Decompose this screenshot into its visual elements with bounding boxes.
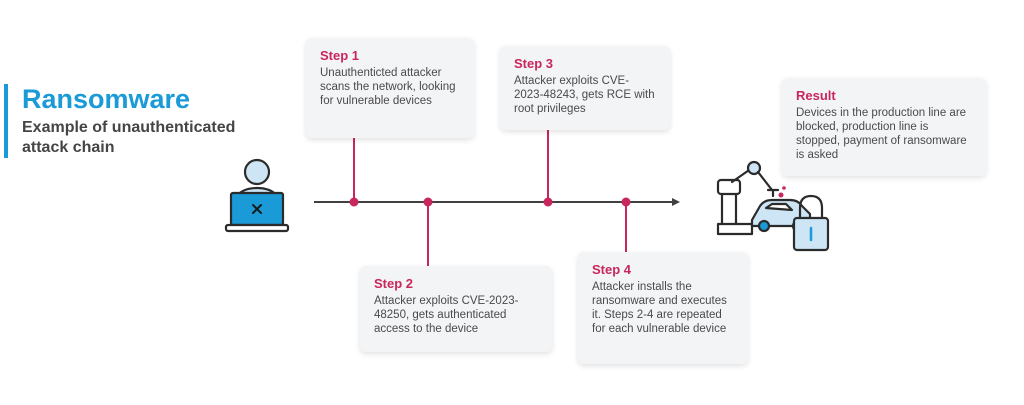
step3-card: Step 3 Attacker exploits CVE-2023-48243,… <box>500 46 670 130</box>
result-text: Devices in the production line are block… <box>796 107 967 161</box>
step1-card: Step 1 Unauthenticted attacker scans the… <box>306 38 474 138</box>
step4-title: Step 4 <box>592 262 632 277</box>
robot-arm-car-lock-icon <box>716 160 830 252</box>
title-block: Ransomware Example of unauthenticated at… <box>4 84 272 158</box>
timeline-arrowhead <box>672 198 680 206</box>
result-card: Result Devices in the production line ar… <box>782 78 986 176</box>
hacker-laptop-icon <box>224 158 290 233</box>
step1-text: Unauthenticted attacker scans the networ… <box>320 67 456 107</box>
step3-title: Step 3 <box>514 56 554 71</box>
step3-text: Attacker exploits CVE-2023-48243, gets R… <box>514 75 655 115</box>
page-title: Ransomware <box>22 84 191 114</box>
timeline-dot-step2 <box>423 197 433 207</box>
page-subtitle: Example of unauthenticated attack chain <box>22 119 236 156</box>
step2-card: Step 2 Attacker exploits CVE-2023-48250,… <box>360 266 552 352</box>
step4-card: Step 4 Attacker installs the ransomware … <box>578 252 748 364</box>
step4-text: Attacker installs the ransomware and exe… <box>592 281 727 335</box>
timeline-dot-step1 <box>349 197 359 207</box>
step2-title: Step 2 <box>374 276 414 291</box>
timeline-dot-step3 <box>543 197 553 207</box>
result-title: Result <box>796 88 836 103</box>
timeline-dot-step4 <box>621 197 631 207</box>
step2-text: Attacker exploits CVE-2023-48250, gets a… <box>374 295 519 335</box>
step1-title: Step 1 <box>320 48 360 63</box>
